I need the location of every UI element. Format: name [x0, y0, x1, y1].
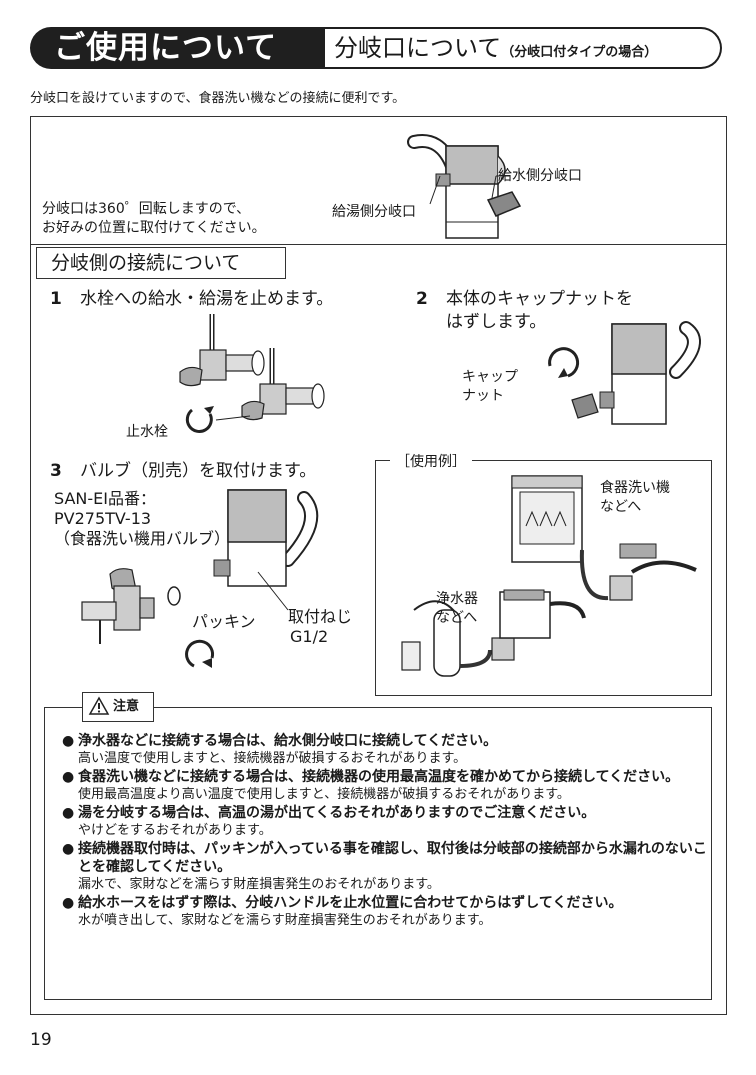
- header-subtitle-text: 分岐口について: [334, 34, 502, 62]
- dishwasher-label-line2: などへ: [600, 499, 642, 515]
- section-divider: [30, 244, 727, 245]
- caution-item-sub: 使用最高温度より高い温度で使用しますと、接続機器が破損するおそれがあります。: [78, 787, 570, 802]
- faucet-body-illustration: [407, 134, 522, 239]
- rotation-note-line2: お好みの位置に取付けてください。: [42, 220, 266, 236]
- stop-valve-label: 止水栓: [126, 424, 168, 440]
- step2-text-line2: はずします。: [446, 312, 547, 332]
- caution-item-sub: 漏水で、家財などを濡らす財産損害発生のおそれがあります。: [78, 877, 440, 892]
- packing-label: パッキン: [192, 612, 256, 631]
- purifier-label-line1: 浄水器: [436, 591, 478, 607]
- intro-text: 分岐口を設けていますので、食器洗い機などの接続に便利です。: [30, 91, 406, 106]
- part-number-line2: PV275TV-13: [54, 509, 152, 528]
- step2-text-line1: 本体のキャップナットを: [446, 289, 633, 309]
- caution-item: 湯を分岐する場合は、高温の湯が出てくるおそれがありますのでご注意ください。 やけ…: [62, 804, 710, 839]
- header-subtitle: 分岐口について（分岐口付タイプの場合）: [318, 27, 722, 69]
- cap-nut-illustration: [548, 321, 701, 425]
- caution-title: 注意: [82, 692, 154, 722]
- header-subtitle-note: （分岐口付タイプの場合）: [501, 45, 658, 60]
- cold-outlet-label: 給水側分岐口: [498, 168, 582, 184]
- caution-item-lead: 湯を分岐する場合は、高温の湯が出てくるおそれがありますのでご注意ください。: [62, 804, 710, 822]
- caution-item-lead: 給水ホースをはずす際は、分岐ハンドルを止水位置に合わせてからはずしてください。: [62, 894, 710, 912]
- caution-title-text: 注意: [113, 699, 140, 714]
- section-title: 分岐側の接続について: [36, 247, 286, 279]
- usage-example-box: [375, 460, 712, 696]
- caution-item-sub: やけどをするおそれがあります。: [78, 823, 272, 838]
- rotation-note-line1: 分岐口は360゜回転しますので、: [42, 201, 251, 217]
- caution-item: 給水ホースをはずす際は、分岐ハンドルを止水位置に合わせてからはずしてください。 …: [62, 894, 710, 929]
- usage-example-illustration: [401, 475, 697, 677]
- stop-valve-illustration: [179, 314, 325, 433]
- caution-list: 浄水器などに接続する場合は、給水側分岐口に接続してください。 高い温度で使用しま…: [62, 732, 710, 930]
- caution-item-sub: 高い温度で使用しますと、接続機器が破損するおそれがあります。: [78, 751, 467, 766]
- step1-number: 1: [50, 289, 62, 309]
- page-number: 19: [30, 1030, 52, 1050]
- caution-item: 接続機器取付時は、パッキンが入っている事を確認し、取付後は分岐部の接続部から水漏…: [62, 840, 710, 893]
- warning-triangle-icon: [88, 696, 110, 715]
- dishwasher-label-line1: 食器洗い機: [600, 480, 670, 496]
- step3-text: バルブ（別売）を取付けます。: [80, 461, 317, 481]
- caution-item: 浄水器などに接続する場合は、給水側分岐口に接続してください。 高い温度で使用しま…: [62, 732, 710, 767]
- thread-label-line2: G1/2: [290, 627, 329, 646]
- purifier-label-line2: などへ: [436, 610, 478, 626]
- outlet-leader-lines: [429, 175, 510, 205]
- step2-number: 2: [416, 289, 428, 309]
- cap-nut-label-line1: キャップ: [462, 369, 518, 385]
- main-box: [30, 116, 727, 1015]
- caution-box: [44, 707, 712, 1000]
- caution-item-lead: 接続機器取付時は、パッキンが入っている事を確認し、取付後は分岐部の接続部から水漏…: [62, 840, 710, 876]
- valve-install-illustration: [81, 489, 319, 668]
- caution-item-lead: 食器洗い機などに接続する場合は、接続機器の使用最高温度を確かめてから接続してくだ…: [62, 768, 710, 786]
- cap-nut-label-line2: ナット: [462, 388, 504, 404]
- step1-text: 水栓への給水・給湯を止めます。: [80, 289, 334, 309]
- part-number-line1: SAN-EI品番：: [54, 489, 156, 508]
- caution-item-sub: 水が噴き出して、家財などを濡らす財産損害発生のおそれがあります。: [78, 913, 492, 928]
- caution-item-lead: 浄水器などに接続する場合は、給水側分岐口に接続してください。: [62, 732, 710, 750]
- thread-label-line1: 取付ねじ: [288, 607, 353, 626]
- part-number-line3: （食器洗い機用バルブ）: [54, 529, 231, 548]
- step3-number: 3: [50, 461, 62, 481]
- hot-outlet-label: 給湯側分岐口: [332, 204, 416, 220]
- caution-item: 食器洗い機などに接続する場合は、接続機器の使用最高温度を確かめてから接続してくだ…: [62, 768, 710, 803]
- usage-example-title: ［使用例］: [390, 451, 472, 471]
- header-title: ご使用について: [30, 27, 325, 69]
